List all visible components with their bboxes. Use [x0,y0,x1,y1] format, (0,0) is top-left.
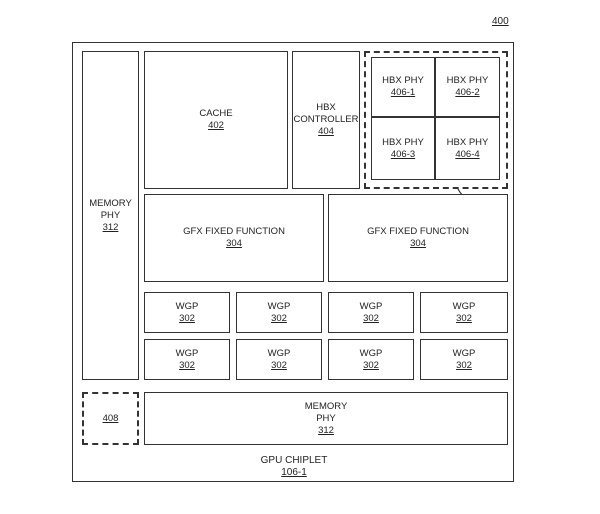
wgp-ref: 302 [179,312,195,324]
cache-ref: 402 [208,120,224,131]
memory-phy-left: MEMORY PHY 312 [82,51,139,380]
chiplet-name: GPU CHIPLET [260,455,328,466]
hbx-phy-3-ref: 406-3 [390,148,416,160]
hbx-phy-2-ref: 406-2 [455,87,480,98]
wgp-label: WGP [267,347,291,359]
memory-phy-bottom-ref: 312 [318,424,334,436]
memory-phy-left-line2: PHY [100,209,121,221]
chiplet-label: GPU CHIPLET 106-1 [224,455,364,479]
memory-phy-left-ref: 312 [102,221,119,233]
gfx-left-label: GFX FIXED FUNCTION [183,226,285,237]
memory-phy-bottom-line2: PHY [316,412,336,424]
gfx-right-label: GFX FIXED FUNCTION [367,226,469,237]
wgp-label: WGP [175,347,199,359]
wgp-label: WGP [452,300,476,312]
hbx-controller-line2: CONTROLLER [293,114,359,125]
hbx-phy-1-label: HBX PHY [382,75,424,86]
gfx-right-ref: 304 [410,238,426,249]
hbx-controller-block: HBX CONTROLLER 404 [292,51,360,189]
hbx-phy-1-ref: 406-1 [390,87,416,98]
wgp-ref: 302 [363,359,379,371]
hbx-phy-4-label: HBX PHY [446,136,489,148]
chiplet-ref: 106-1 [281,467,307,478]
wgp-block: WGP 302 [144,292,230,333]
gfx-fixed-function-right: GFX FIXED FUNCTION 304 [328,194,508,282]
hbx-controller-line1: HBX [316,102,336,113]
memory-phy-bottom-line1: MEMORY [304,400,348,412]
hbx-phy-group [364,51,508,189]
hbx-phy-1: HBX PHY 406-1 [371,57,435,117]
wgp-block: WGP 302 [328,292,414,333]
wgp-label: WGP [175,300,199,312]
wgp-block: WGP 302 [236,339,322,380]
wgp-ref: 302 [271,312,287,324]
wgp-block: WGP 302 [144,339,230,380]
optional-block-408: 408 [82,392,139,445]
wgp-label: WGP [359,300,383,312]
cache-label: CACHE [199,108,233,119]
wgp-label: WGP [267,300,291,312]
hbx-phy-3-label: HBX PHY [382,136,424,148]
wgp-block: WGP 302 [236,292,322,333]
wgp-ref: 302 [179,359,195,371]
wgp-label: WGP [452,347,476,359]
hbx-phy-2-label: HBX PHY [446,75,489,86]
gpu-chiplet-outline [72,42,514,482]
memory-phy-left-line1: MEMORY [89,197,132,209]
hbx-phy-4: HBX PHY 406-4 [435,117,500,180]
wgp-block: WGP 302 [420,339,508,380]
wgp-ref: 302 [456,312,472,324]
hbx-phy-2: HBX PHY 406-2 [435,57,500,117]
hbx-controller-ref: 404 [318,126,334,137]
figure-number: 400 [492,16,509,27]
gfx-left-ref: 304 [226,238,242,249]
optional-block-ref: 408 [102,413,119,424]
cache-block: CACHE 402 [144,51,288,189]
wgp-ref: 302 [271,359,287,371]
wgp-block: WGP 302 [328,339,414,380]
wgp-label: WGP [359,347,383,359]
wgp-ref: 302 [456,359,472,371]
hbx-phy-4-ref: 406-4 [455,148,480,160]
gfx-fixed-function-left: GFX FIXED FUNCTION 304 [144,194,324,282]
wgp-ref: 302 [363,312,379,324]
hbx-phy-3: HBX PHY 406-3 [371,117,435,180]
wgp-block: WGP 302 [420,292,508,333]
memory-phy-bottom: MEMORY PHY 312 [144,392,508,445]
